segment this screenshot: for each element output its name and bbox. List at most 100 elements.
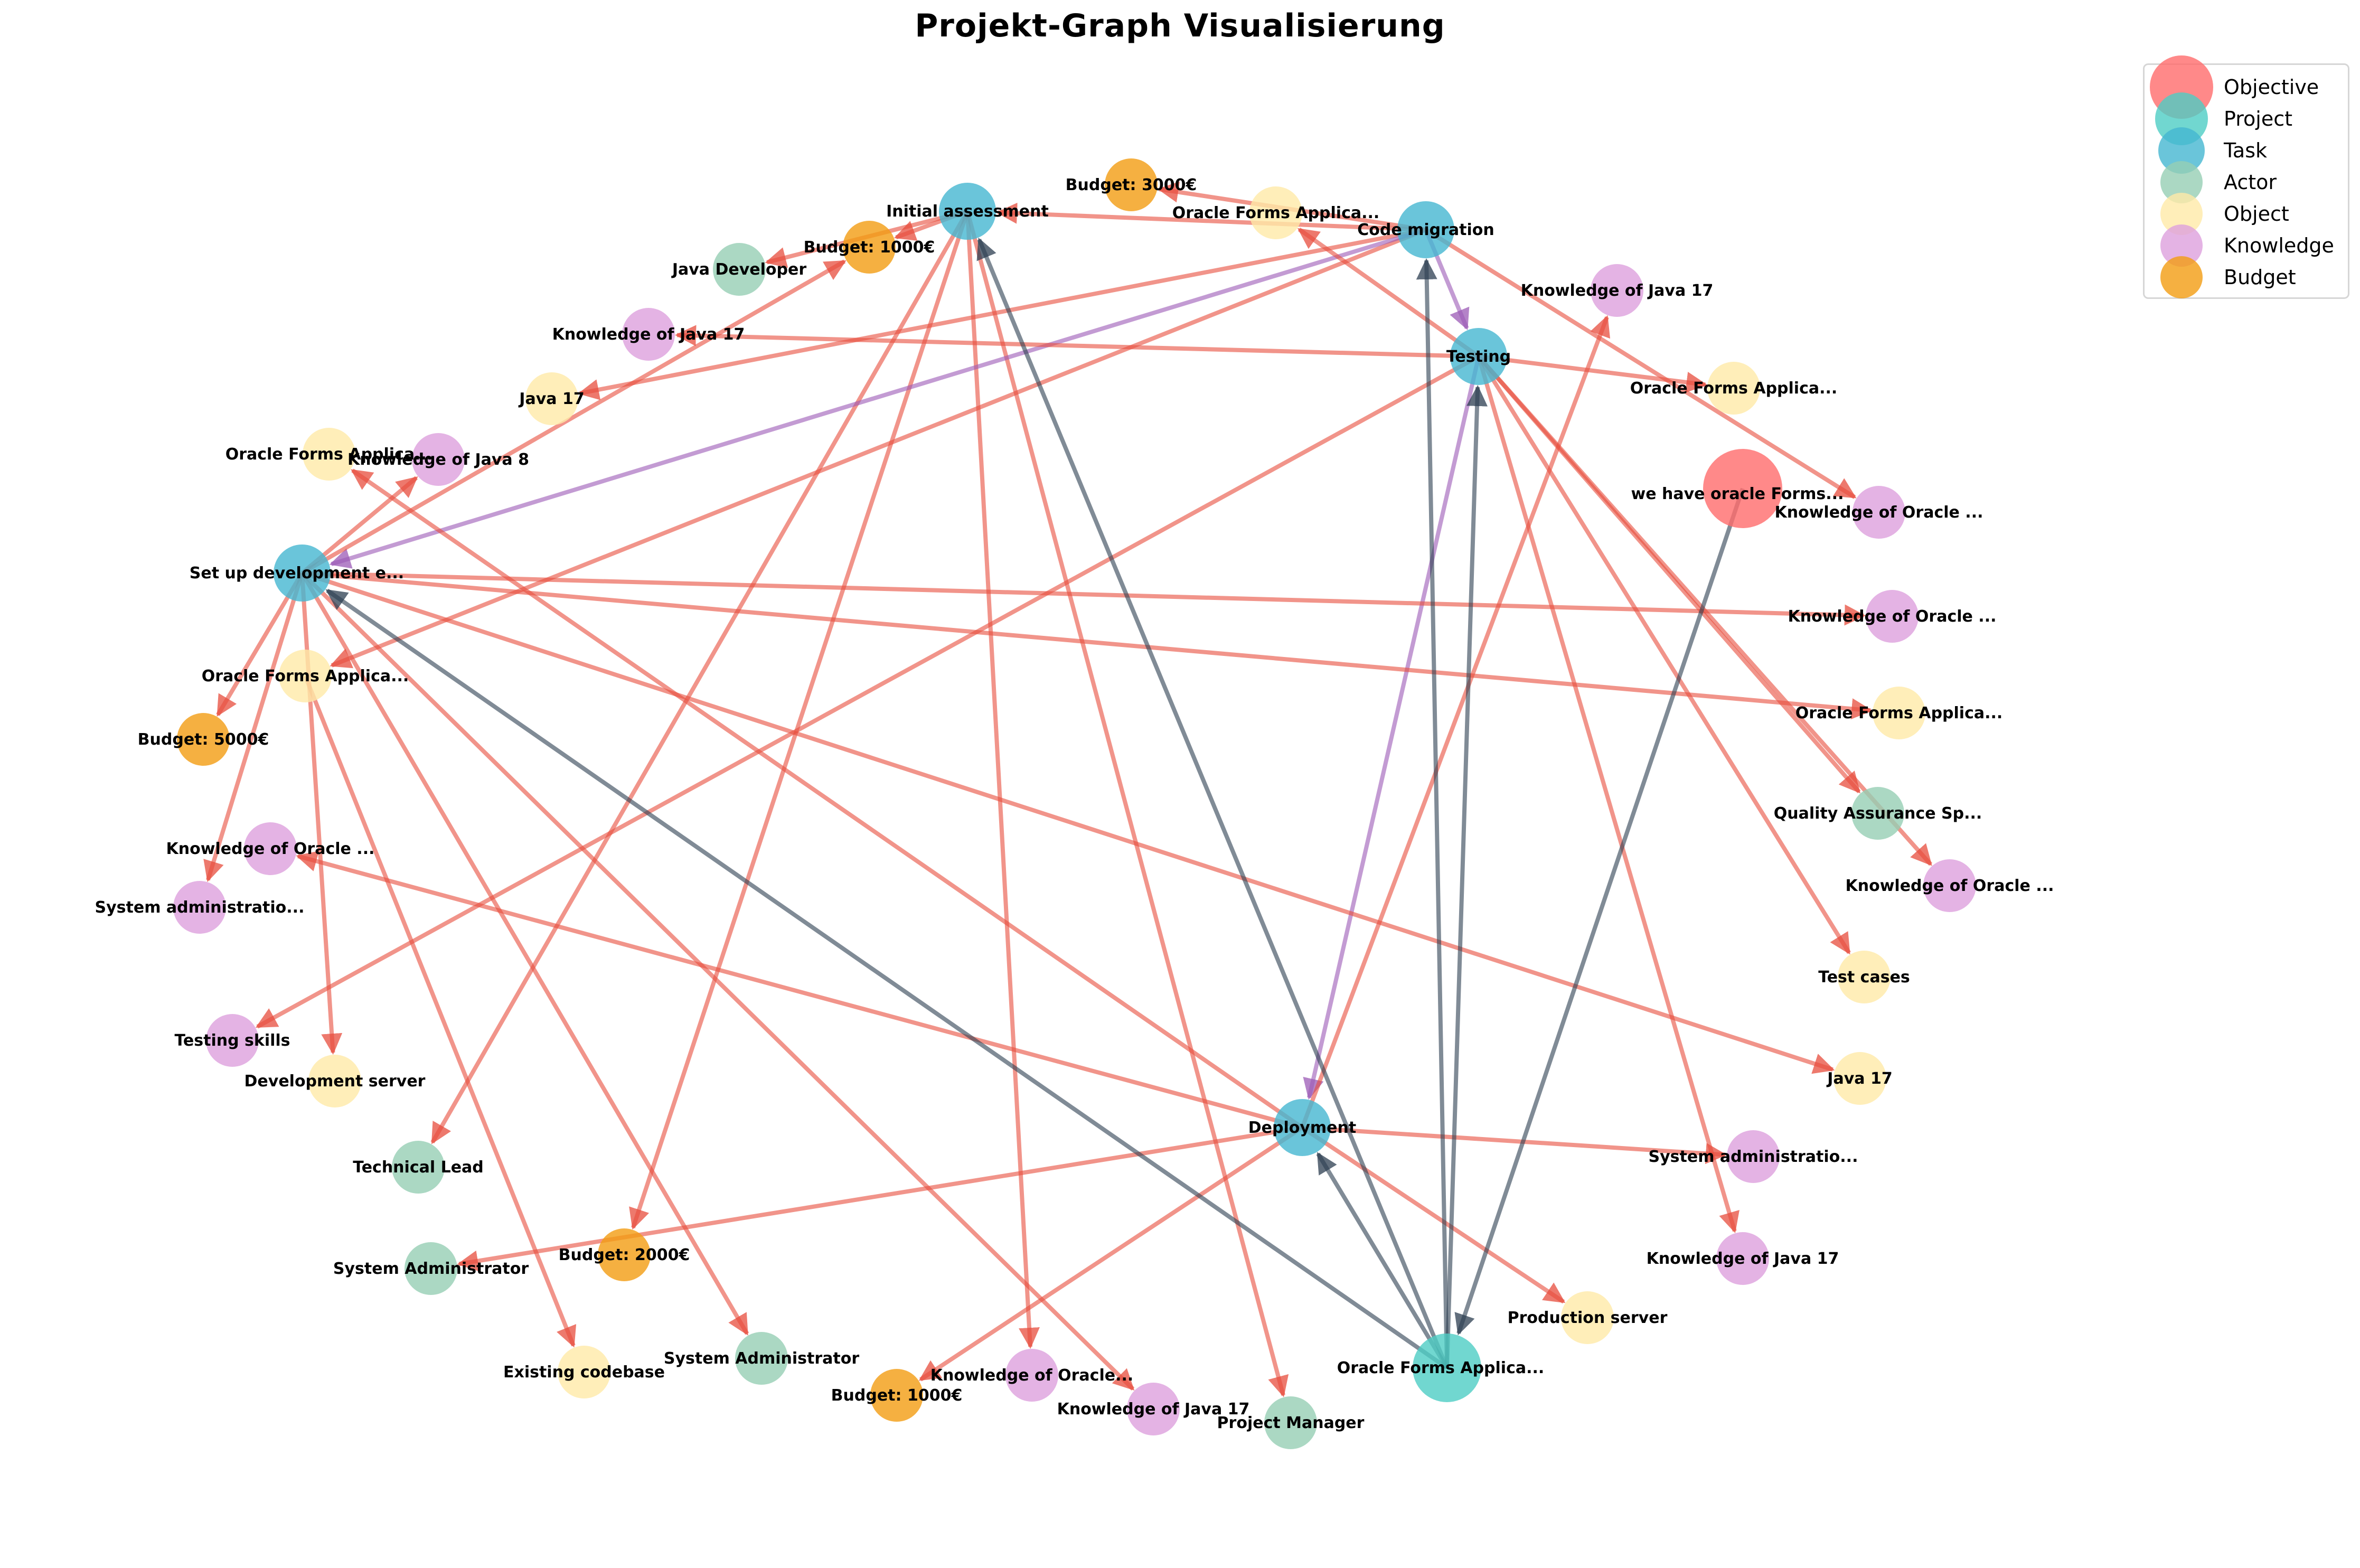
edge-t_test-to-o_ofa1: [1297, 227, 1480, 359]
edge-t_code-to-o_java17a: [578, 228, 1426, 400]
node-label-t_init: Initial assessment: [886, 202, 1049, 221]
node-label-k_ora5: Knowledge of Oracle ...: [1788, 607, 1997, 626]
node-knowledge-k_ora1[interactable]: [244, 822, 297, 875]
node-budget-b5000[interactable]: [177, 713, 230, 766]
node-knowledge-k_test[interactable]: [206, 1014, 259, 1067]
edge-t_setup-to-k_ora5: [302, 571, 1866, 626]
edge-o_ofa3-to-o_codebase: [303, 675, 577, 1348]
node-label-o_ofa4: Oracle Forms Applica...: [1795, 704, 2003, 722]
node-label-o_java17b: Java 17: [1826, 1069, 1892, 1088]
edge-t_init-to-a_pm: [965, 210, 1289, 1397]
node-task-t_test[interactable]: [1450, 328, 1507, 385]
legend-item-budget: Budget: [2145, 256, 2348, 298]
edge-t_deploy-to-k_j17d: [1300, 315, 1611, 1129]
node-task-t_init[interactable]: [939, 183, 996, 240]
node-knowledge-k_j17d[interactable]: [1591, 264, 1643, 317]
legend-label: Actor: [2224, 171, 2277, 194]
node-knowledge-k_ora4[interactable]: [1853, 486, 1905, 539]
node-object-o_devserver[interactable]: [308, 1055, 361, 1107]
node-object-o_ofa1[interactable]: [1249, 186, 1302, 239]
edge-t_deploy-to-o_ofa2: [351, 468, 1304, 1130]
node-actor-a_javadev[interactable]: [713, 243, 766, 296]
node-knowledge-k_ora3[interactable]: [1923, 859, 1976, 912]
legend-label: Object: [2224, 202, 2289, 226]
node-budget-b1000a[interactable]: [843, 221, 896, 274]
node-object-o_ofa3[interactable]: [279, 650, 332, 702]
node-budget-b2000[interactable]: [598, 1228, 651, 1281]
node-label-o_testcases: Test cases: [1818, 968, 1910, 987]
edges-layer: [203, 181, 1933, 1397]
node-label-k_ora1: Knowledge of Oracle ...: [166, 840, 375, 858]
edge-t_deploy-to-k_ora1: [296, 851, 1303, 1130]
edge-proj-to-t_setup: [325, 588, 1449, 1370]
legend-label: Task: [2224, 139, 2268, 162]
node-label-o_prodserver: Production server: [1508, 1309, 1668, 1327]
node-object-o_ofa2[interactable]: [303, 428, 355, 481]
edge-obj-to-proj: [1454, 487, 1745, 1336]
node-label-a_techlead: Technical Lead: [353, 1158, 484, 1177]
node-object-o_java17a[interactable]: [525, 372, 578, 425]
node-label-obj: we have oracle Forms...: [1631, 485, 1844, 503]
node-knowledge-k_sys1[interactable]: [173, 881, 226, 934]
node-budget-b1000b[interactable]: [870, 1369, 923, 1422]
node-label-o_codebase: Existing codebase: [503, 1363, 665, 1382]
node-actor-a_sysadm2[interactable]: [735, 1332, 788, 1385]
edge-proj-to-t_code: [1416, 258, 1449, 1368]
edge-t_init-to-b2000: [629, 210, 970, 1230]
node-label-o_ofa5: Oracle Forms Applica...: [1630, 379, 1838, 398]
node-label-k_j8: Knowledge of Java 8: [347, 450, 529, 469]
node-knowledge-k_ora2[interactable]: [1005, 1349, 1058, 1402]
legend-swatch-budget: [2160, 256, 2203, 298]
edge-t_setup-to-k_j17b: [300, 571, 1135, 1391]
node-label-b1000b: Budget: 1000€: [831, 1386, 963, 1405]
node-object-o_testcases[interactable]: [1838, 951, 1891, 1003]
node-object-o_java17b[interactable]: [1834, 1052, 1886, 1105]
node-task-t_code[interactable]: [1397, 201, 1454, 258]
node-label-k_ora4: Knowledge of Oracle ...: [1775, 503, 1983, 522]
edge-t_test-to-k_test: [255, 354, 1480, 1029]
node-object-o_prodserver[interactable]: [1561, 1291, 1614, 1344]
edge-proj-to-t_test: [1445, 384, 1488, 1368]
legend-label: Budget: [2224, 266, 2296, 289]
node-task-t_deploy[interactable]: [1274, 1099, 1331, 1156]
node-label-o_devserver: Development server: [245, 1072, 426, 1091]
node-knowledge-k_j17a[interactable]: [622, 308, 675, 361]
node-label-b1000a: Budget: 1000€: [804, 238, 935, 257]
node-label-k_ora2: Knowledge of Oracle...: [930, 1366, 1134, 1385]
node-knowledge-k_sys2[interactable]: [1727, 1130, 1780, 1183]
node-actor-a_pm[interactable]: [1264, 1396, 1317, 1449]
labels-layer: we have oracle Forms... Oracle Forms Appl…: [95, 176, 2054, 1432]
node-knowledge-k_ora5[interactable]: [1866, 590, 1919, 643]
node-object-o_codebase[interactable]: [558, 1346, 610, 1398]
node-label-o_ofa2: Oracle Forms Applica...: [225, 445, 433, 464]
node-label-k_test: Testing skills: [174, 1031, 290, 1050]
edge-t_deploy-to-o_prodserver: [1301, 1125, 1566, 1304]
node-object-o_ofa5[interactable]: [1707, 362, 1760, 415]
edge-t_deploy-to-a_sysadm1: [457, 1125, 1303, 1272]
node-knowledge-k_j17c[interactable]: [1716, 1232, 1769, 1285]
node-actor-a_sysadm1[interactable]: [405, 1242, 457, 1295]
node-budget-b3000[interactable]: [1105, 158, 1158, 211]
edge-t_deploy-to-b1000b: [918, 1125, 1304, 1382]
legend-label: Project: [2224, 107, 2293, 130]
node-label-a_javadev: Java Developer: [671, 260, 807, 279]
node-actor-a_techlead[interactable]: [392, 1141, 445, 1194]
node-label-k_ora3: Knowledge of Oracle ...: [1846, 877, 2054, 895]
node-object-o_ofa4[interactable]: [1873, 687, 1925, 739]
node-label-a_sysadm1: System Administrator: [333, 1260, 529, 1278]
node-project-proj[interactable]: [1413, 1334, 1481, 1402]
edge-t_setup-to-o_java17b: [301, 571, 1835, 1074]
node-knowledge-k_j8[interactable]: [412, 433, 465, 486]
edge-t_setup-to-k_sys1: [203, 572, 304, 882]
node-knowledge-k_j17b[interactable]: [1127, 1383, 1180, 1435]
legend-label: Objective: [2224, 76, 2319, 99]
node-actor-a_qa[interactable]: [1851, 787, 1904, 840]
node-objective-obj[interactable]: [1703, 449, 1782, 528]
edge-t_init-to-k_ora2: [965, 211, 1040, 1349]
node-label-t_test: Testing: [1446, 348, 1511, 366]
nodes-layer: [173, 158, 1976, 1449]
edge-t_code-to-t_setup: [329, 228, 1427, 569]
node-task-t_setup[interactable]: [274, 544, 331, 602]
edge-t_code-to-t_init: [995, 202, 1426, 232]
